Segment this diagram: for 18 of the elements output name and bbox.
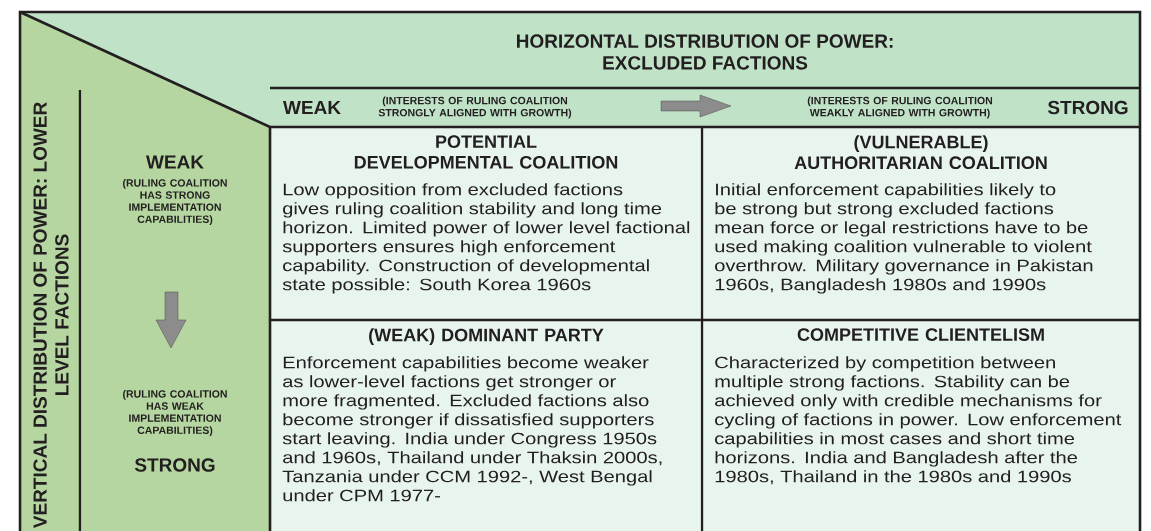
cell-text: Initial enforcement capabilities likely to be strong but strong excluded factions mean force or legal restrictions have to be used making coalition vulnerable to violent overthrow. Military governance in Pakistan 1960s, Bangladesh 1980s and 1990s [715, 183, 1093, 294]
scale-note: (RULING COALITION HAS WEAK IMPLEMENTATION CAPABILITIES) [123, 389, 227, 437]
cell-heading: COMPETITIVE CLIENTELISM [797, 328, 1044, 341]
scale-label: STRONG [1047, 100, 1128, 115]
cell-text: Low opposition from excluded factions gives ruling coalition stability and long time horizon. Limited power of lower level factional supporters ensures high enforcement capability. Construction of developmental state possible: South Korea 1960s [282, 183, 690, 294]
scale-note: (INTERESTS OF RULING COALITION WEAKLY ALIGNED WITH GROWTH) [807, 96, 993, 119]
scale-label: WEAK [283, 100, 341, 115]
scale-label: WEAK [146, 155, 204, 169]
cell-text: Characterized by competition between multiple strong factions. Stability can be achieved only with credible mechanisms for cycling of factions in power. Low enforcement capabilities in most cases and short time horizons. India and Bangladesh after the 1980s, Thailand in the 1980s and 1990s [715, 356, 1122, 485]
cell-heading: POTENTIAL DEVELOPMENTAL COALITION [354, 135, 618, 169]
scale-note: (INTERESTS OF RULING COALITION STRONGLY ALIGNED WITH GROWTH) [378, 96, 572, 119]
cell-heading: (VULNERABLE) AUTHORITARIAN COALITION [794, 135, 1047, 170]
node-text: WEAK (RULING COALITION HAS STRONG IMPLEMENTATION CAPABILITIES) (RULING COALITION HAS WEAK IMPLEMENTATION CAPABILITIES) STRONG [123, 155, 227, 472]
scale-note: (RULING COALITION HAS STRONG IMPLEMENTATION CAPABILITIES) [123, 178, 227, 226]
cell-text: Enforcement capabilities become weaker as lower-level factions get stronger or more fragmented. Excluded factions also become stronger if dissatisfied supporters start leaving. India under Congress 1950s and 1960s, Thailand under Thaksin 2000s, Tanzania under CCM 1992-, West Bengal under CPM 1977- [282, 356, 662, 502]
scale-label: STRONG [134, 458, 215, 472]
node-text: WEAK (INTERESTS OF RULING COALITION STRONGLY ALIGNED WITH GROWTH) (INTERESTS OF RULING COALITION WEAKLY ALIGNED WITH GROWTH) STRONG [283, 96, 1128, 119]
cell-heading: (WEAK) DOMINANT PARTY [369, 328, 604, 345]
